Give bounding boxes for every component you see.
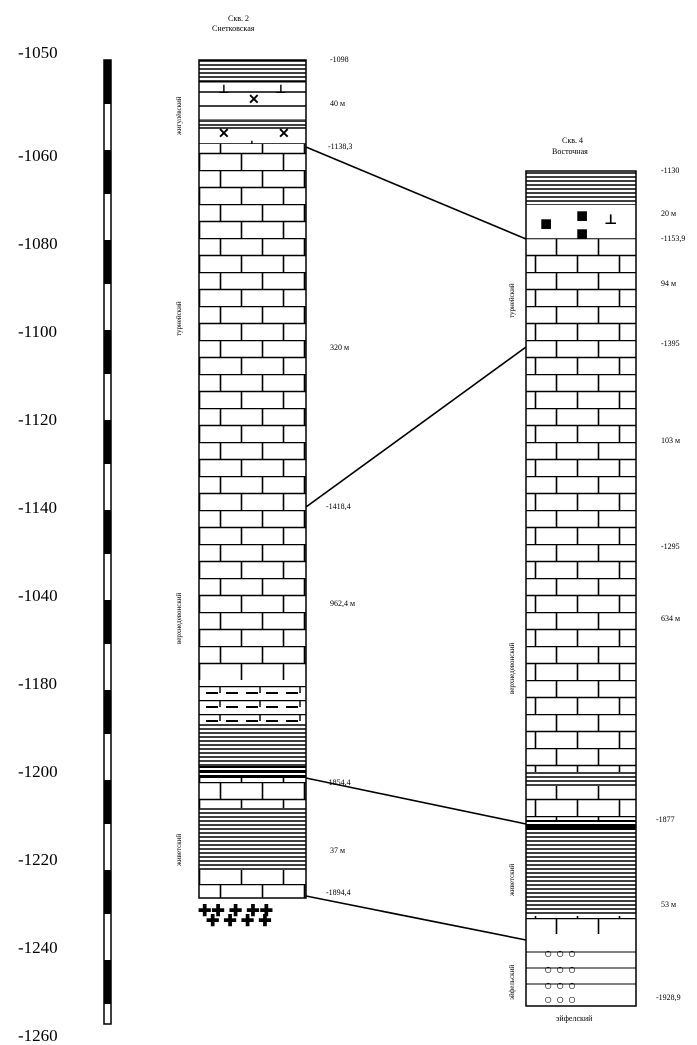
svg-text:○ ○ ○: ○ ○ ○ (544, 947, 576, 962)
well-right-bottom-label: эйфелский (556, 1014, 593, 1023)
shale-layer (199, 722, 306, 766)
formation-label: жигулёвский (175, 96, 183, 136)
svg-text:✕: ✕ (248, 93, 260, 108)
formation-label: живетский (175, 834, 183, 867)
svg-text:✚ ✚ ✚ ✚: ✚ ✚ ✚ ✚ (206, 913, 272, 930)
shale-layer (199, 60, 306, 82)
shale-layer (526, 830, 636, 916)
well-right-value: -1877 (656, 815, 675, 824)
svg-text:■: ■ (576, 205, 588, 227)
well-left-value: 37 м (330, 846, 345, 855)
well-left-value: 962,4 м (330, 599, 355, 608)
well-right-value: 103 м (661, 436, 680, 445)
svg-text:○ ○ ○: ○ ○ ○ (544, 979, 576, 994)
well-right-value: -1153,9 (661, 234, 685, 243)
well-right-value: 634 м (661, 614, 680, 623)
depth-label: -1260 (18, 1026, 58, 1045)
correlation-line (305, 895, 527, 941)
formation-label: турнейский (508, 283, 516, 318)
depth-label: -1140 (18, 498, 57, 517)
svg-text:○ ○ ○: ○ ○ ○ (544, 963, 576, 978)
well-right-value: -1295 (661, 542, 680, 551)
well-right-value: -1130 (661, 166, 679, 175)
depth-label: -1100 (18, 322, 57, 341)
well-left-column: Скв. 2 Снетковская ⊥ ⊥ ✕ ✕ ⊥ ✕ ✚✚ ✚ ✚✚ ✚… (175, 14, 355, 930)
well-right-column: Скв. 4 Восточная ■ ■ ■ ⊥ ○ ○ ○ ○ ○ ○ ○ ○… (508, 136, 685, 1023)
depth-label: -1060 (18, 146, 58, 165)
svg-text:⊥: ⊥ (275, 82, 287, 96)
depth-label: -1200 (18, 762, 58, 781)
depth-scale-bar (103, 59, 112, 1025)
depth-label: -1240 (18, 938, 58, 957)
well-left-title: Скв. 2 (228, 14, 249, 23)
marl-layer (199, 680, 306, 722)
well-right-title: Скв. 4 (562, 136, 583, 145)
well-right-value: 20 м (661, 209, 676, 218)
svg-text:✕: ✕ (278, 127, 290, 142)
depth-labels: -1050 -1060 -1080 -1100 -1120 -1140 -104… (18, 43, 58, 1045)
well-left-value: -1138,3 (328, 142, 352, 151)
shale-layer (526, 171, 636, 205)
limestone-layer (199, 144, 306, 680)
correlation-line (305, 777, 527, 825)
formation-label: живетский (508, 864, 516, 897)
svg-text:✚✚ ✚ ✚✚: ✚✚ ✚ ✚✚ (198, 903, 273, 920)
correlation-lines (305, 146, 527, 941)
well-left-value: -1418,4 (326, 502, 351, 511)
well-right-subtitle: Восточная (552, 147, 588, 156)
well-left-value: -1894,4 (326, 888, 351, 897)
svg-text:⊥: ⊥ (604, 213, 617, 228)
correlation-line (305, 146, 527, 240)
formation-label: эйфельский (508, 965, 516, 1000)
depth-label: -1120 (18, 410, 57, 429)
svg-text:○ ○ ○: ○ ○ ○ (544, 993, 576, 1008)
depth-label: -1050 (18, 43, 58, 62)
svg-text:⊥: ⊥ (218, 82, 230, 96)
shale-layer (199, 808, 306, 870)
well-left-value: -1854,4 (326, 778, 351, 787)
well-right-value: -1395 (661, 339, 680, 348)
well-right-value: 94 м (661, 279, 676, 288)
anhydrite-layer (526, 205, 636, 239)
formation-label: турнейский (175, 301, 183, 336)
svg-text:✕: ✕ (218, 127, 230, 142)
formation-label: верхнедевонский (175, 592, 183, 644)
correlation-line (305, 346, 527, 508)
svg-text:■: ■ (540, 213, 552, 235)
depth-label: -1220 (18, 850, 58, 869)
well-right-value: -1928,9 (656, 993, 681, 1002)
depth-label: -1180 (18, 674, 57, 693)
well-right-value: 53 м (661, 900, 676, 909)
well-left-value: 320 м (330, 343, 349, 352)
limestone-layer (526, 239, 636, 772)
well-left-subtitle: Снетковская (212, 24, 255, 33)
oolite-layer (526, 934, 636, 1006)
well-left-value: 40 м (330, 99, 345, 108)
well-left-value: -1098 (330, 55, 349, 64)
formation-label: верхнедевонский (508, 642, 516, 694)
depth-label: -1040 (18, 586, 58, 605)
depth-label: -1080 (18, 234, 58, 253)
